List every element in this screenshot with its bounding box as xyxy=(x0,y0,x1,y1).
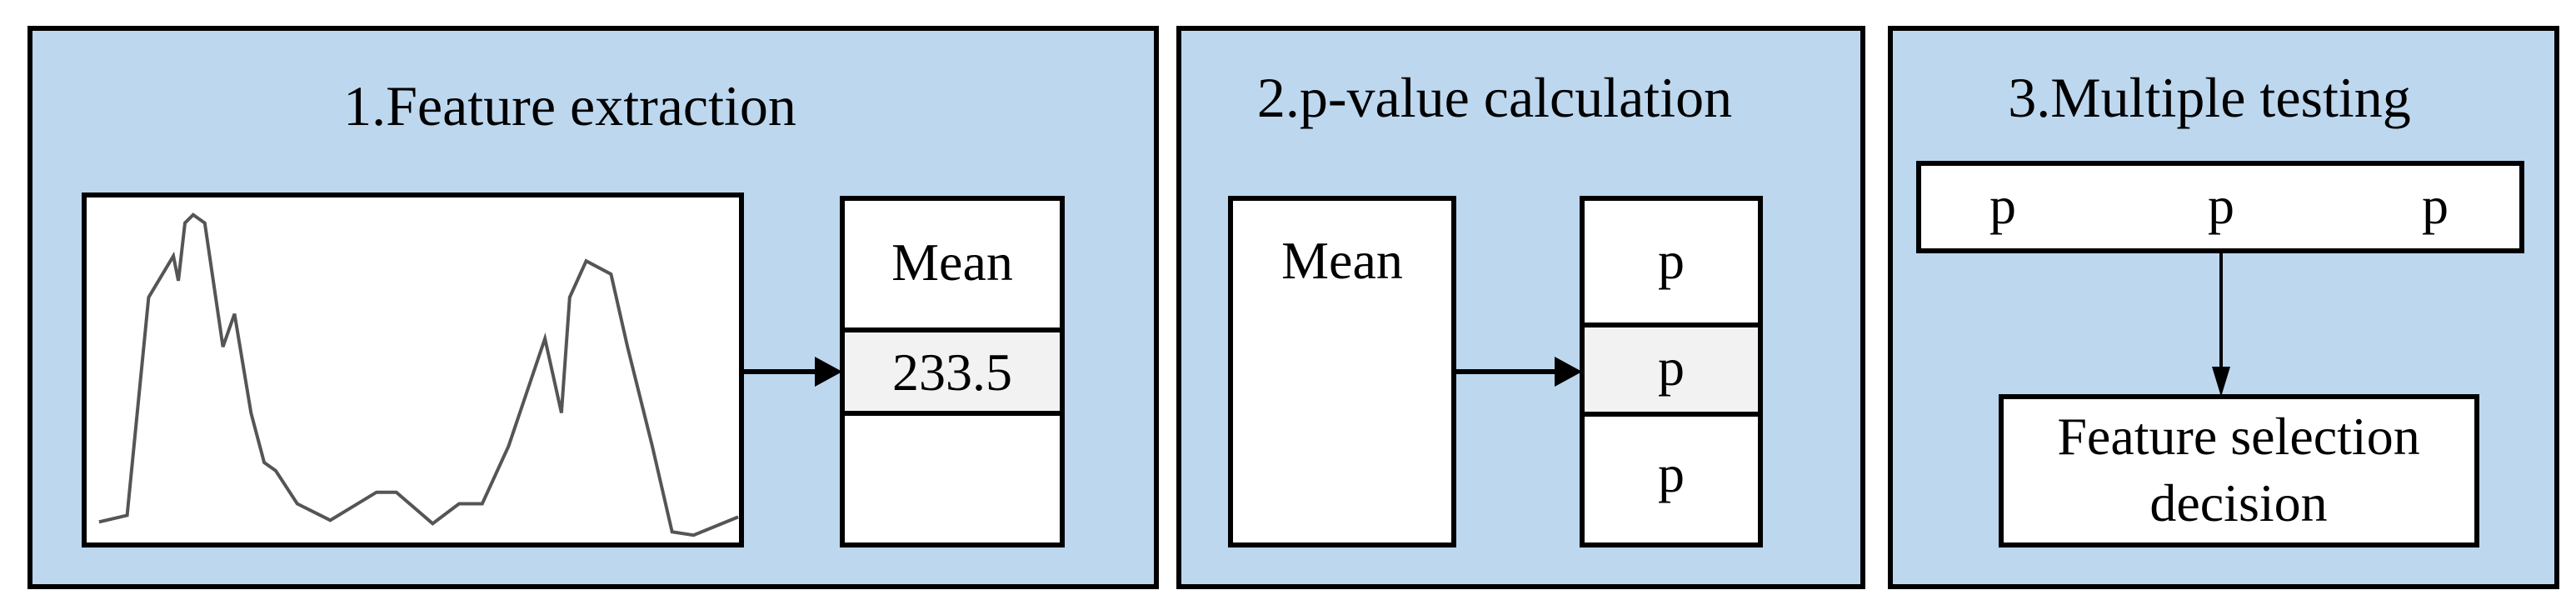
panel-title: 2.p-value calculation xyxy=(1257,66,1732,129)
arrowhead xyxy=(1555,357,1582,387)
signal-waveform xyxy=(98,212,739,538)
p-cell-highlight xyxy=(1580,322,1763,417)
feature-column xyxy=(1228,196,1456,548)
panel-title: 1.Feature extraction xyxy=(343,74,796,138)
panel-feature-extraction: 1.Feature extraction Mean 233.5 xyxy=(27,26,1159,589)
arrowhead xyxy=(815,357,842,387)
panel-p-value-calculation: 2.p-value calculation Mean p p p xyxy=(1176,26,1865,589)
decision-line-2: decision xyxy=(2149,473,2327,532)
feature-value: 233.5 xyxy=(892,342,1012,402)
feature-label: Mean xyxy=(1281,231,1403,290)
p-value: p xyxy=(2422,176,2449,235)
p-cell xyxy=(1580,412,1763,548)
feature-cell-empty xyxy=(840,411,1065,548)
p-value: p xyxy=(1658,338,1685,397)
p-value: p xyxy=(2208,176,2234,235)
p-value: p xyxy=(1658,444,1685,503)
panel-title: 3.Multiple testing xyxy=(2008,66,2411,129)
p-value: p xyxy=(1658,231,1685,290)
p-cell xyxy=(1580,196,1763,328)
feature-name: Mean xyxy=(891,232,1013,292)
arrowhead xyxy=(2212,367,2230,397)
p-value-row xyxy=(1916,161,2524,253)
feature-cell-name xyxy=(840,196,1065,332)
decision-box xyxy=(1999,394,2479,548)
decision-line-1: Feature selection xyxy=(2057,407,2419,466)
panel-multiple-testing: 3.Multiple testing p p p Feature selecti… xyxy=(1888,26,2559,589)
p-value: p xyxy=(1989,176,2016,235)
